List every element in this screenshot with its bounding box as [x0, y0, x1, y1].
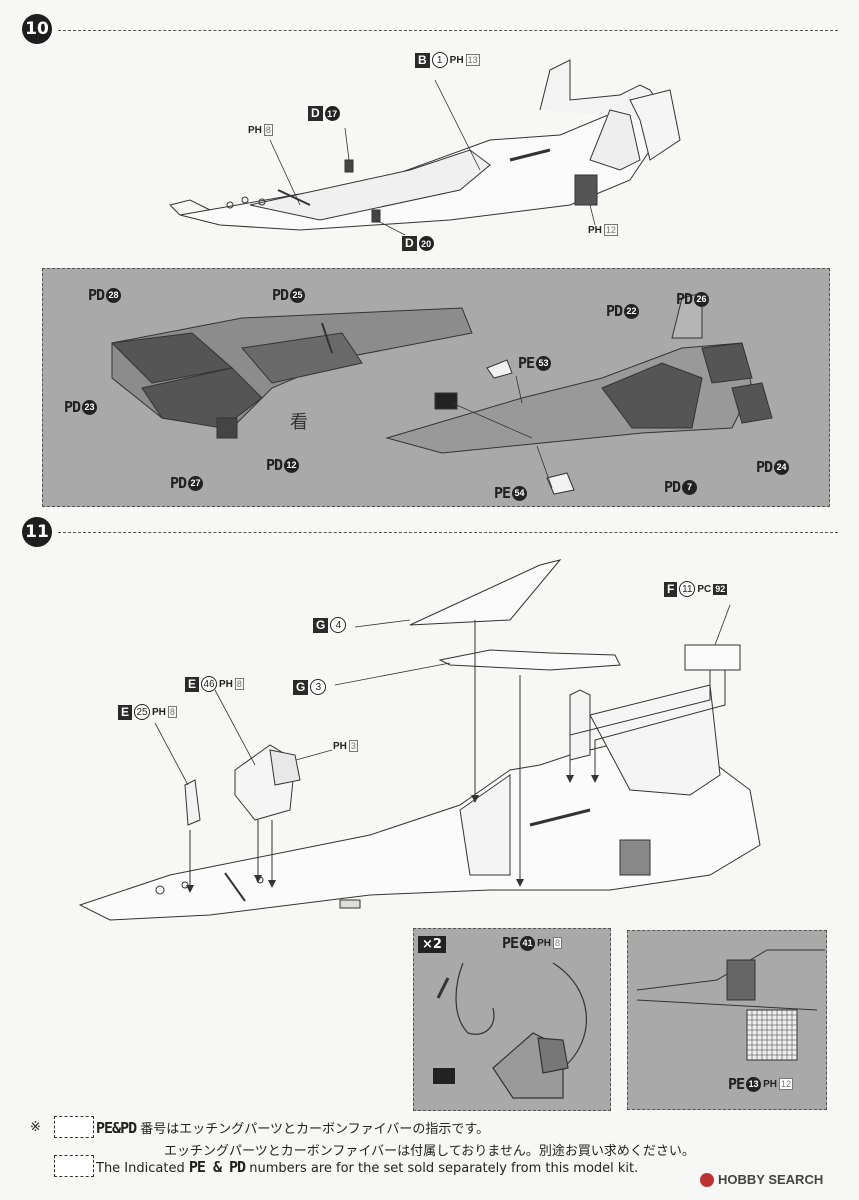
- note-box-1: [54, 1116, 94, 1138]
- note-line-1: PE&PD 番号はエッチングパーツとカーボンファイバーの指示です。: [96, 1119, 490, 1137]
- note-line-3: The Indicated PE & PD numbers are for th…: [96, 1158, 639, 1176]
- note-line-2: エッチングパーツとカーボンファイバーは付属しておりません。別途お買い求めください…: [164, 1144, 695, 1159]
- step-10-chassis-drawing: [169, 59, 681, 236]
- kanji-mark: 看: [290, 412, 308, 433]
- step-10-divider: [58, 30, 838, 31]
- step-11-divider: [58, 532, 838, 533]
- note-box-2: [54, 1155, 94, 1177]
- watermark: HOBBY SEARCH: [700, 1172, 823, 1187]
- carbon-panel-drawing: [110, 292, 773, 495]
- note-mark: ※: [30, 1120, 41, 1135]
- watermark-logo-icon: [700, 1172, 714, 1187]
- seatbelt-drawing: [433, 962, 587, 1099]
- inset-multiplier: ×2: [418, 936, 446, 953]
- step-11-number: 11: [22, 517, 52, 547]
- mesh-drawing: [636, 949, 825, 1061]
- step-10-number: 10: [22, 14, 52, 44]
- step-11-chassis-drawing: [78, 559, 761, 921]
